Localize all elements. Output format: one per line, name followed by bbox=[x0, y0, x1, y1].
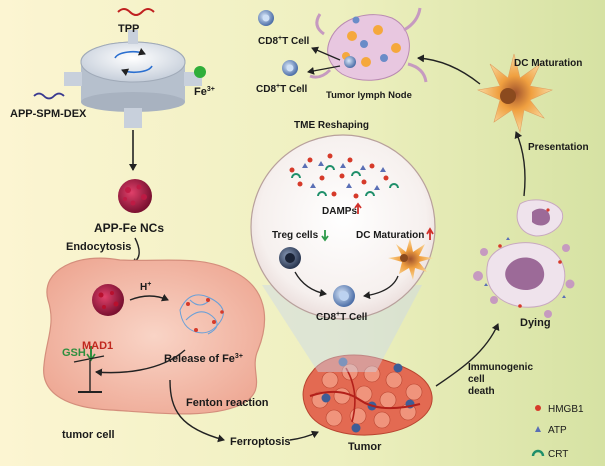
tpp-strand-icon bbox=[117, 8, 155, 16]
cd8-top2-label: CD8 bbox=[256, 84, 276, 95]
icd-line1: Immunogenic bbox=[468, 362, 533, 373]
mad1-label: MAD1 bbox=[82, 340, 113, 352]
fenton-label: Fenton reaction bbox=[186, 397, 269, 409]
tumor-label: Tumor bbox=[348, 441, 382, 453]
lymph-node-label: Tumor lymph Node bbox=[326, 90, 412, 101]
icd-line3: death bbox=[468, 386, 495, 397]
app-spm-dex-strand-icon bbox=[33, 92, 65, 100]
h-plus-label-sup: + bbox=[147, 281, 151, 288]
dc-maturation-label: DC Maturation bbox=[514, 58, 582, 69]
legend: HMGB1 ATP CRT bbox=[531, 404, 584, 460]
release-fe-label: Release of Fe bbox=[164, 353, 235, 365]
arrow-h-plus bbox=[129, 293, 169, 302]
cd8-top1-label: CD8 bbox=[258, 36, 278, 47]
tme-circle bbox=[250, 134, 436, 320]
treg-down-arrow-icon bbox=[321, 230, 329, 242]
lymph-node-icon bbox=[309, 7, 428, 83]
arrow-node-to-cd8-1 bbox=[311, 46, 341, 61]
svg-text:H+: H+ bbox=[140, 281, 151, 293]
svg-text:CD8+T Cell: CD8+T Cell bbox=[316, 311, 368, 323]
arrow-node-to-cd8-2 bbox=[307, 65, 341, 75]
svg-text:Fe3+: Fe3+ bbox=[194, 86, 215, 98]
treg-label: Treg cells bbox=[272, 230, 319, 241]
endocytosis-label: Endocytosis bbox=[66, 241, 131, 253]
arrow-release-to-gsh bbox=[95, 349, 186, 377]
fe3-label-sup: 3+ bbox=[207, 86, 215, 93]
cd8-inner-sup: + bbox=[336, 311, 340, 318]
arrow-treg-to-cd8 bbox=[294, 271, 327, 297]
dc-inner-up-arrow-icon bbox=[426, 227, 434, 240]
legend-crt-crescent-icon bbox=[531, 449, 545, 457]
svg-text:CD8+T Cell: CD8+T Cell bbox=[256, 83, 308, 95]
fe3-label: Fe bbox=[194, 86, 207, 98]
arrow-dc-to-node bbox=[417, 54, 481, 85]
mixing-device bbox=[33, 8, 206, 128]
app-fe-ncs-label: APP-Fe NCs bbox=[94, 221, 164, 235]
cd8-top2-post: T Cell bbox=[280, 84, 307, 95]
damps-cluster-icon bbox=[289, 153, 399, 199]
dying-label: Dying bbox=[520, 317, 551, 329]
svg-text:CD8+T Cell: CD8+T Cell bbox=[258, 35, 310, 47]
internalized-nc-icon bbox=[92, 284, 124, 316]
arrow-icd bbox=[435, 323, 500, 387]
arrow-to-ferroptosis bbox=[169, 379, 225, 443]
svg-text:Release of Fe3+: Release of Fe3+ bbox=[164, 353, 243, 365]
legend-atp-triangle-icon bbox=[535, 426, 541, 432]
h-plus-label: H bbox=[140, 282, 147, 293]
cd8-top1-post: T Cell bbox=[282, 36, 309, 47]
tpp-label: TPP bbox=[118, 23, 139, 35]
gsh-block-bar bbox=[73, 355, 105, 363]
tumor-mass-icon bbox=[302, 354, 433, 436]
dying-cells-icon bbox=[473, 199, 575, 318]
gsh-label: GSH bbox=[62, 347, 86, 359]
legend-hmgb1-dot-icon bbox=[535, 405, 541, 411]
ferroptosis-label: Ferroptosis bbox=[230, 436, 291, 448]
tumor-cell-shape bbox=[43, 257, 266, 415]
release-fe-label-sup: 3+ bbox=[235, 353, 243, 360]
icd-line2: cell bbox=[468, 374, 485, 385]
arrow-ferroptosis-to-tumor bbox=[289, 430, 319, 441]
cd8-top2-sup: + bbox=[276, 83, 280, 90]
cd8-inner-label: CD8 bbox=[316, 312, 336, 323]
cd8-inner-post: T Cell bbox=[340, 312, 367, 323]
cd8-top1-sup: + bbox=[278, 35, 282, 42]
legend-atp-label: ATP bbox=[548, 425, 567, 436]
dc-mature-icon bbox=[477, 53, 553, 134]
fe3-ion-icon bbox=[194, 66, 206, 78]
dc-inner-icon bbox=[388, 238, 433, 280]
dc-maturation-inner-label: DC Maturation bbox=[356, 230, 424, 241]
tumor-cell-label: tumor cell bbox=[62, 429, 115, 441]
tme-reshaping-label: TME Reshaping bbox=[294, 120, 369, 131]
legend-crt-label: CRT bbox=[548, 449, 568, 460]
legend-hmgb1-label: HMGB1 bbox=[548, 404, 584, 415]
arrow-presentation bbox=[514, 131, 526, 197]
app-fe-nc-icon bbox=[118, 179, 152, 213]
arrow-dc-to-cd8 bbox=[363, 275, 399, 300]
presentation-label: Presentation bbox=[528, 142, 589, 153]
damps-up-arrow-icon bbox=[354, 202, 362, 214]
damps-label: DAMPs bbox=[322, 206, 357, 217]
app-spm-dex-label: APP-SPM-DEX bbox=[10, 108, 87, 120]
